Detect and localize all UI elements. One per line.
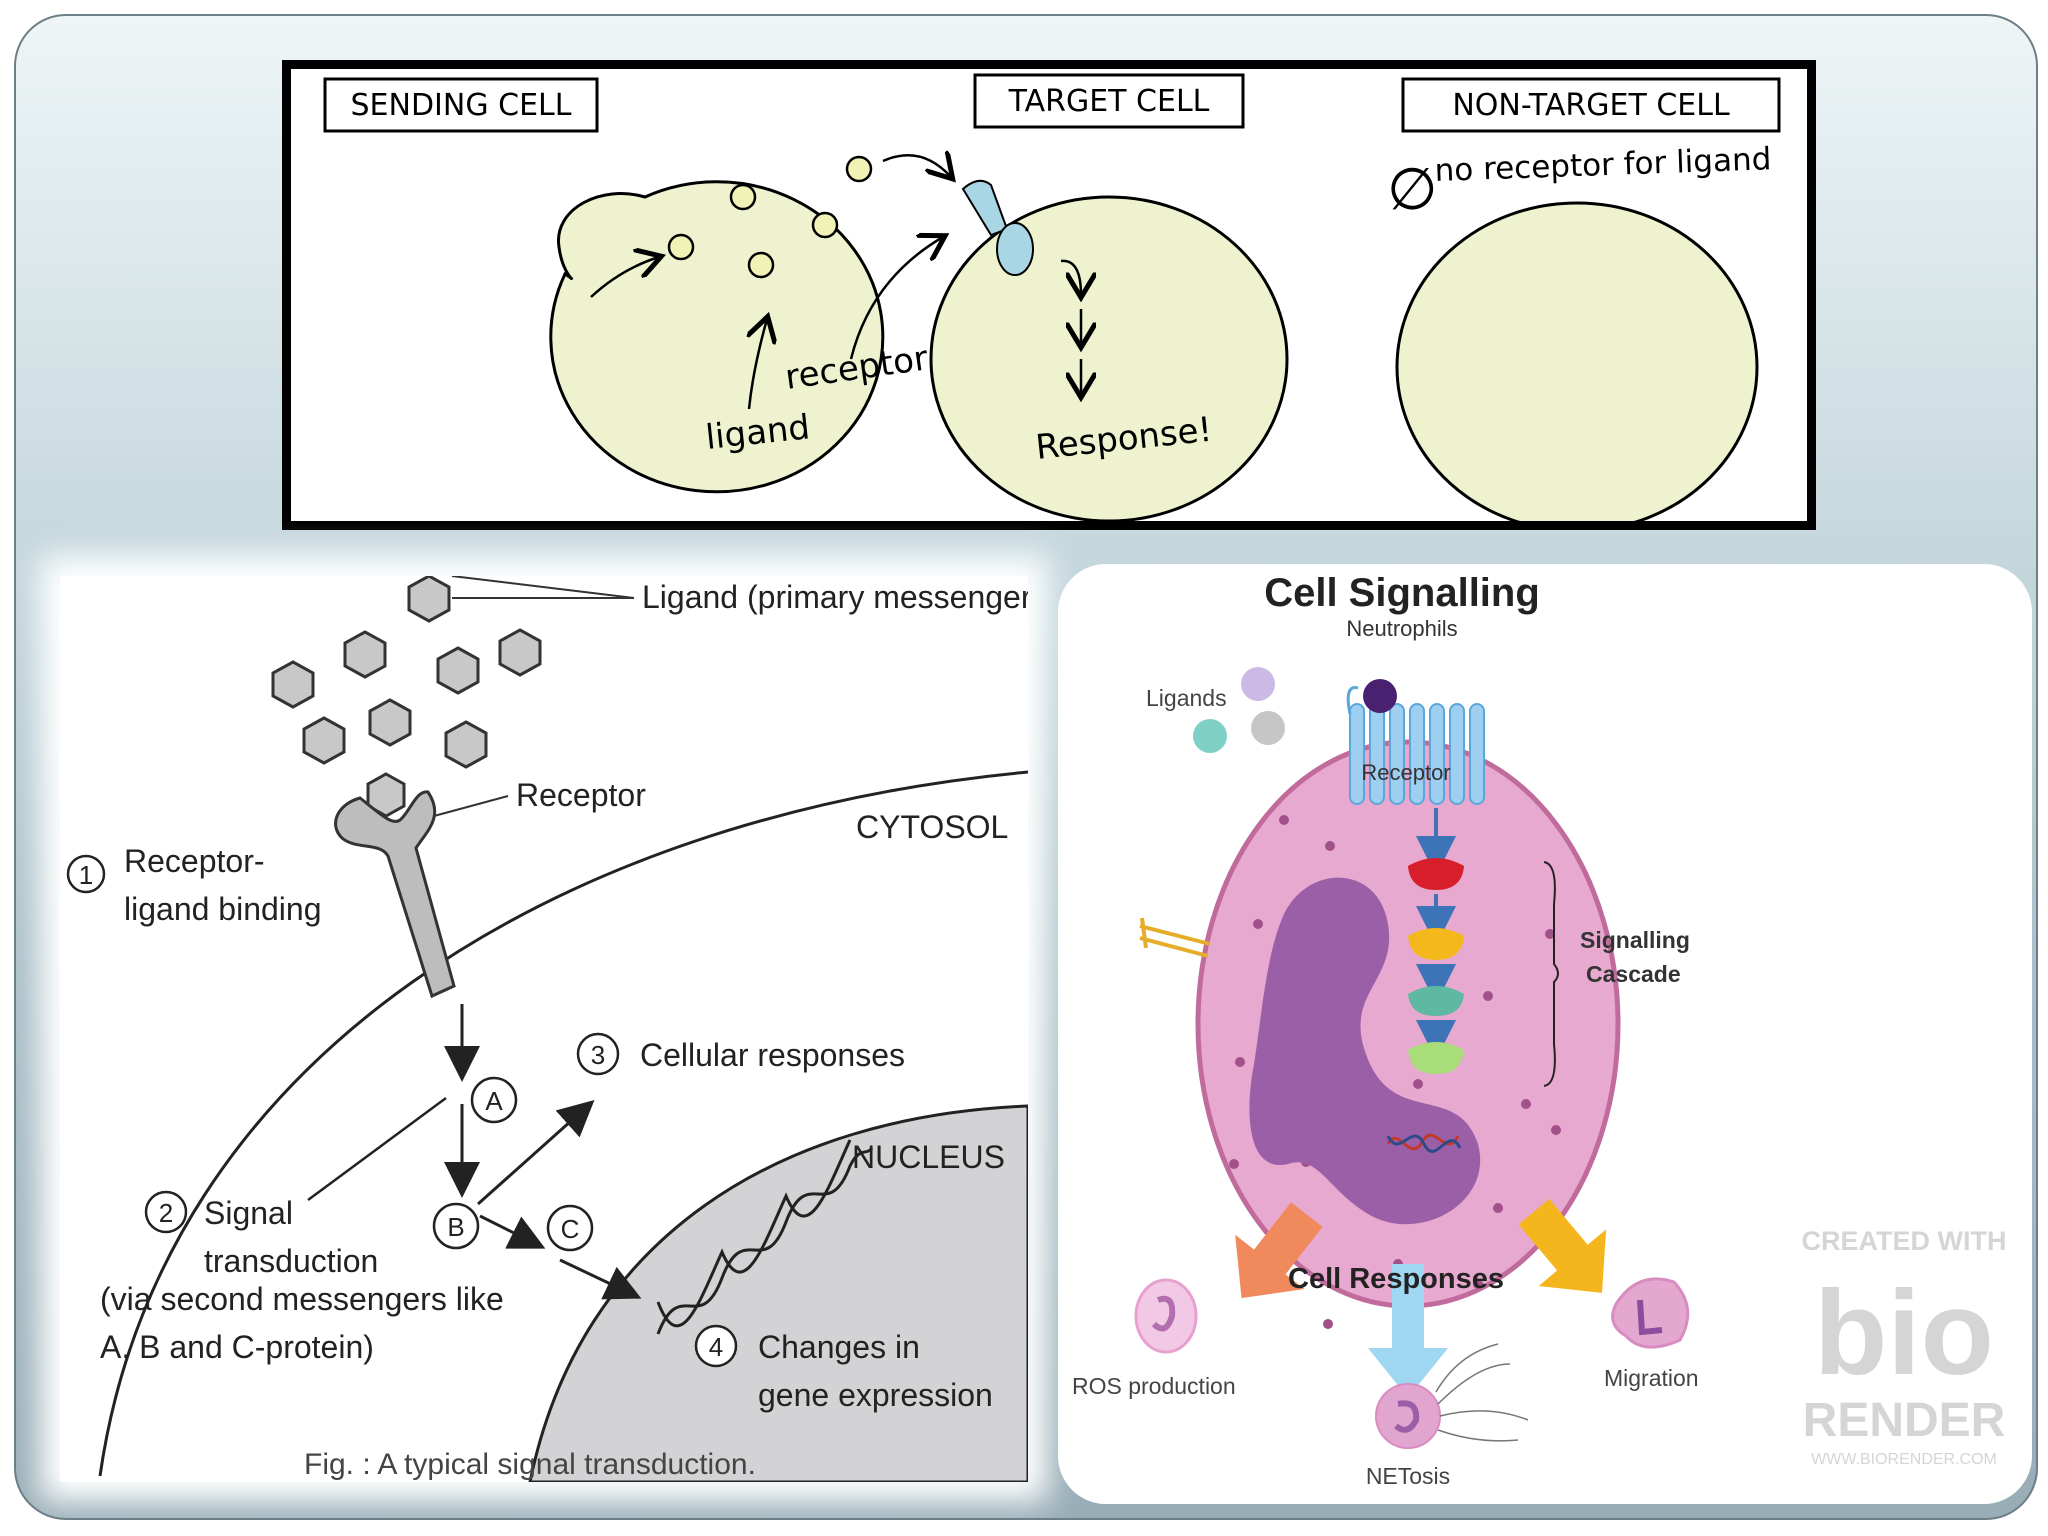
title: Cell Signalling <box>1264 571 1540 615</box>
svg-text:CREATED WITH: CREATED WITH <box>1802 1226 2007 1256</box>
neutrophil-signalling-panel: Cell Signalling Neutrophils Ligands <box>1058 564 2032 1504</box>
non-target-cell-label: NON-TARGET CELL <box>1452 88 1730 123</box>
cascade-line2: Cascade <box>1586 961 1681 987</box>
net-fibers <box>1435 1343 1529 1442</box>
target-cell <box>929 195 1289 521</box>
ligand-lavender <box>1241 667 1275 701</box>
figure-caption: Fig. : A typical signal transduction. <box>304 1448 756 1481</box>
svg-text:WWW.BIORENDER.COM: WWW.BIORENDER.COM <box>1811 1451 1997 1468</box>
cell-membrane <box>98 770 1028 1477</box>
step1-number: 1 <box>79 860 93 890</box>
step2-line3: (via second messengers like <box>100 1281 504 1317</box>
step1-line2: ligand binding <box>124 891 322 927</box>
subtitle: Neutrophils <box>1346 616 1457 641</box>
step3-number: 3 <box>591 1040 605 1070</box>
ligand-hexagons <box>271 576 542 818</box>
cascade-bracket <box>1543 861 1559 1087</box>
svg-text:RENDER: RENDER <box>1803 1394 2006 1447</box>
messenger-c: C <box>561 1214 580 1244</box>
dna-helix <box>656 1139 874 1335</box>
cascade-yellow <box>1408 928 1464 960</box>
signal-transduction-diagram: Ligand (primary messenger Receptor CYTOS… <box>66 576 1028 1482</box>
signal-transduction-panel: Ligand (primary messenger Receptor CYTOS… <box>60 576 1028 1482</box>
step2-number: 2 <box>159 1198 173 1228</box>
step4-line2: gene expression <box>758 1377 993 1413</box>
arrow-migration <box>1518 1198 1607 1293</box>
cascade-teal <box>1408 986 1464 1016</box>
top-diagram: SENDING CELL TARGET CELL NON-TARGET CELL… <box>323 73 1781 521</box>
svg-text:bio: bio <box>1814 1266 1994 1400</box>
step2-line4: A, B and C-protein) <box>100 1329 374 1365</box>
sending-cell-label: SENDING CELL <box>351 88 572 123</box>
receptor-protein <box>334 790 456 999</box>
migration-label: Migration <box>1604 1365 1699 1391</box>
messenger-b: B <box>447 1212 464 1242</box>
ligand-primary-messenger-label: Ligand (primary messenger <box>642 579 1028 615</box>
slide-background: SENDING CELL TARGET CELL NON-TARGET CELL… <box>14 14 2038 1520</box>
top-diagram-panel: SENDING CELL TARGET CELL NON-TARGET CELL… <box>282 60 1816 530</box>
no-receptor-note: no receptor for ligand <box>1434 141 1772 189</box>
cascade-line1: Signalling <box>1580 927 1690 953</box>
biorender-watermark: CREATED WITH bio RENDER WWW.BIORENDER.CO… <box>1802 1226 2007 1468</box>
messenger-a: A <box>485 1086 503 1116</box>
cascade-red <box>1408 858 1464 890</box>
ros-label: ROS production <box>1072 1373 1236 1399</box>
nucleus <box>1249 877 1481 1225</box>
non-target-cell <box>1395 201 1759 521</box>
netosis-label: NETosis <box>1366 1463 1450 1489</box>
cytosol-label: CYTOSOL <box>856 809 1008 845</box>
target-cell-box <box>973 73 1245 129</box>
nucleus <box>528 1104 1028 1482</box>
step2-line2: transduction <box>204 1243 378 1279</box>
step4-line1: Changes in <box>758 1329 920 1365</box>
bound-ligand <box>1363 679 1397 713</box>
netosis-cell <box>1375 1383 1441 1449</box>
ros-cell <box>1134 1278 1198 1354</box>
ligand-teal <box>1193 719 1227 753</box>
ligand-molecules <box>667 155 873 279</box>
ligands-label: Ligands <box>1146 685 1227 711</box>
step2-line1: Signal <box>204 1195 293 1231</box>
granules <box>1229 815 1561 1329</box>
neutrophil-diagram: Cell Signalling Neutrophils Ligands <box>1072 571 2007 1489</box>
membrane-protein <box>1139 917 1211 958</box>
arrow-netosis <box>1368 1264 1448 1398</box>
arrow-ros <box>1235 1202 1323 1299</box>
nucleus-label: NUCLEUS <box>852 1139 1005 1175</box>
receptor-protein <box>961 179 1034 276</box>
gpcr-receptor <box>1349 703 1485 805</box>
migrating-cell <box>1611 1277 1690 1349</box>
receptor-label: Receptor <box>516 777 646 813</box>
cascade-green <box>1408 1042 1464 1074</box>
target-cell-label: TARGET CELL <box>1008 84 1210 119</box>
step4-number: 4 <box>709 1332 723 1362</box>
step1-line1: Receptor- <box>124 843 265 879</box>
no-receptor-symbol: ∅ <box>1387 155 1438 223</box>
step3-text: Cellular responses <box>640 1037 905 1073</box>
sending-cell-box <box>323 77 599 133</box>
dna-strand-2 <box>1386 1134 1462 1153</box>
receptor-label: Receptor <box>1361 760 1450 785</box>
ligand-grey <box>1251 711 1285 745</box>
cell-responses-label: Cell Responses <box>1288 1263 1504 1295</box>
non-target-cell-box <box>1401 77 1781 133</box>
